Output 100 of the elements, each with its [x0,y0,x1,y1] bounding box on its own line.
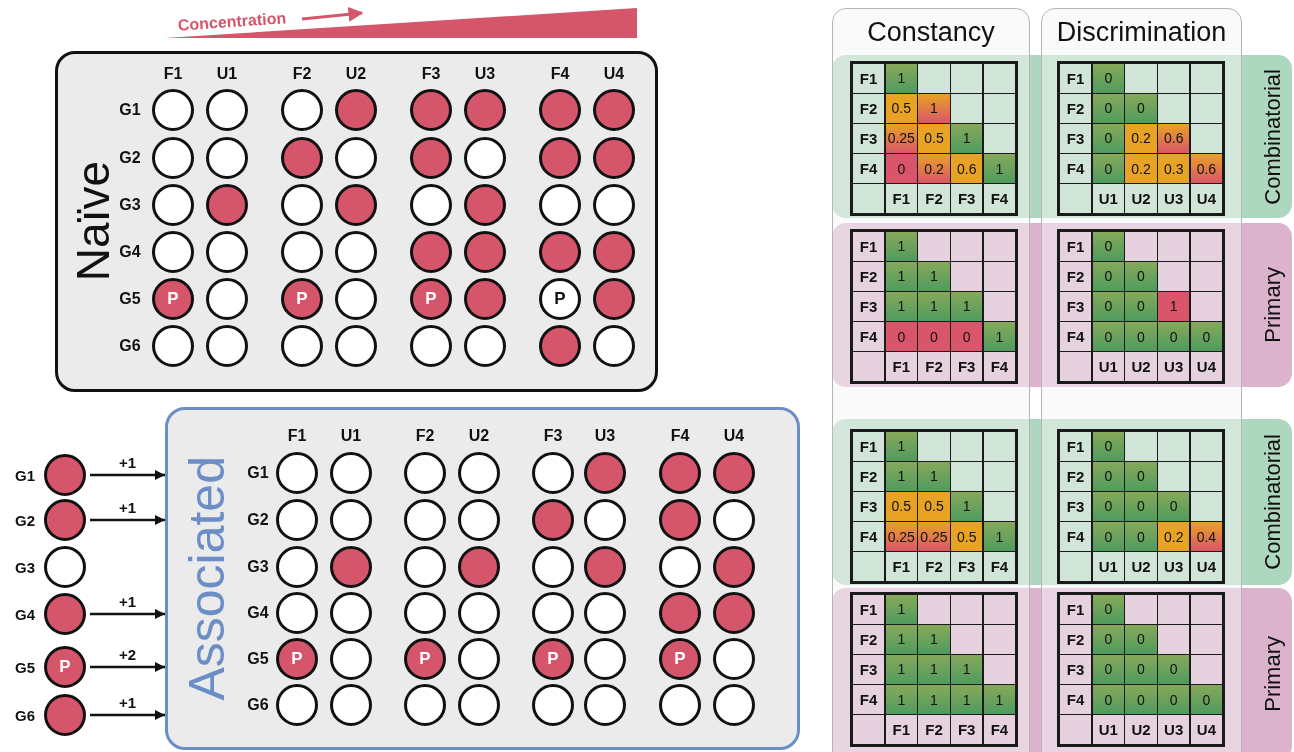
table-cell: 1 [885,462,917,491]
circle [330,592,372,634]
column-header: F1 [287,427,307,445]
column-header: F2 [918,552,950,581]
column-header: U4 [723,427,745,445]
column-header: F4 [983,552,1015,581]
circle [532,592,574,634]
row-header: F3 [1060,492,1092,521]
table-cell: 0 [1092,322,1124,351]
column-header: U2 [468,427,490,445]
table-cell: 0.3 [1158,154,1190,183]
table-cell: 1 [885,655,917,684]
row-header: G2 [119,149,141,167]
circle [335,137,377,179]
table-cell: 0 [1092,94,1124,123]
circle [404,592,446,634]
column-header: U4 [603,65,625,83]
table-cell: 0 [1092,154,1124,183]
circle [458,638,500,680]
row-header: G4 [119,243,141,261]
circle [335,278,377,320]
circle [276,684,318,726]
table-cell: 0.5 [885,492,917,521]
circle [404,546,446,588]
column-header: F4 [550,65,570,83]
row-header: F4 [1060,522,1092,551]
column-header: F2 [292,65,312,83]
circle [464,325,506,367]
circle [206,325,248,367]
table-cell: 1 [885,232,917,261]
arrow [90,470,165,480]
circle [404,499,446,541]
circle [584,546,626,588]
circle [593,137,635,179]
circle [206,278,248,320]
circle [458,452,500,494]
axis-label: Concentration [177,9,287,35]
table-cell: 0 [885,154,917,183]
circle [458,546,500,588]
column-header: F1 [163,65,183,83]
column-header: U1 [1092,184,1124,213]
row-header: F4 [1060,685,1092,714]
table-cell: 1 [918,655,950,684]
circle [713,638,755,680]
band-label: Primary [1262,636,1284,712]
table-cell: 1 [885,292,917,321]
circle [152,325,194,367]
circle [659,546,701,588]
circle: P [276,638,318,680]
table-cell: 0 [1125,625,1157,654]
circle [584,499,626,541]
circle [584,638,626,680]
circle [458,499,500,541]
circle [206,184,248,226]
circle [281,184,323,226]
circle: P [44,646,86,688]
circle [464,278,506,320]
circle [713,452,755,494]
circle [539,231,581,273]
table-cell: 0 [1125,492,1157,521]
circle [532,546,574,588]
circle [593,278,635,320]
column-header: F4 [983,352,1015,381]
table-cell: 0.2 [1125,124,1157,153]
column-header: U2 [1125,552,1157,581]
circle [532,684,574,726]
circle [593,325,635,367]
row-header: F1 [1060,232,1092,261]
table-cell: 0.2 [1125,154,1157,183]
table-cell: 0 [1190,685,1222,714]
table-cell: 1 [1158,292,1190,321]
arrow [90,515,165,525]
table-cell: 0.6 [1190,154,1222,183]
circle: P [404,638,446,680]
table-cell: 1 [918,625,950,654]
row-header: F3 [853,292,885,321]
table-cell: 0.25 [885,522,917,551]
circle [335,89,377,131]
column-header: U4 [1190,352,1222,381]
circle [593,231,635,273]
circle: P [152,278,194,320]
column-header: F1 [885,715,917,744]
table-cell: 1 [885,625,917,654]
row-header: G6 [247,696,269,714]
circle [659,452,701,494]
circle [330,684,372,726]
column-header: F4 [670,427,690,445]
column-header: F3 [951,352,983,381]
row-header: F1 [853,232,885,261]
table-cell: 1 [918,262,950,291]
table-cell: 1 [951,124,983,153]
row-header: F2 [853,625,885,654]
row-header: F2 [853,262,885,291]
table-cell: 0.6 [1158,124,1190,153]
row-header: F4 [853,154,885,183]
table-cell: 0.25 [918,522,950,551]
row-header: G3 [119,196,141,214]
table-cell: 1 [918,292,950,321]
column-header: F4 [983,184,1015,213]
circle [404,684,446,726]
